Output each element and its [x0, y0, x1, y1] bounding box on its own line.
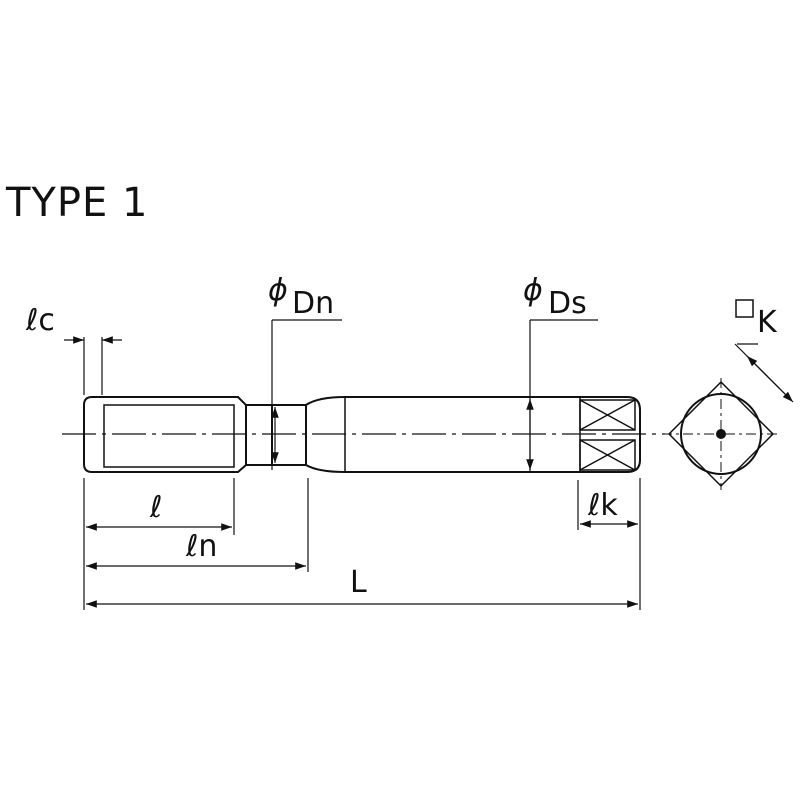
diagram-title: TYPE 1: [6, 180, 149, 226]
thread-core: [103, 404, 235, 468]
label-lk: ℓk: [587, 488, 618, 523]
square-drive-bottom: [579, 439, 636, 471]
label-total-length: L: [350, 565, 367, 600]
label-ln: ℓn: [185, 529, 217, 564]
end-view: [662, 378, 780, 490]
tap-body: [83, 396, 641, 473]
label-ds: Ds: [548, 286, 587, 321]
ds-dimension: [526, 319, 598, 472]
label-k: K: [757, 305, 778, 340]
thread-section: [83, 396, 247, 473]
neck-taper: [272, 396, 346, 473]
label-phi-dn: ϕ: [268, 273, 288, 308]
shank-section: [345, 396, 641, 473]
dn-dimension: [271, 319, 342, 470]
k-dimension: [734, 343, 794, 403]
label-l: ℓ: [149, 490, 162, 525]
label-dn: Dn: [292, 286, 334, 321]
square-drive-top: [579, 399, 636, 431]
lc-dimension: [64, 336, 122, 395]
label-lc: ℓc: [25, 303, 55, 338]
label-phi-ds: ϕ: [523, 273, 543, 308]
bottom-dimensions: [83, 478, 641, 610]
square-symbol: [735, 299, 754, 318]
neck-section: [246, 404, 273, 466]
